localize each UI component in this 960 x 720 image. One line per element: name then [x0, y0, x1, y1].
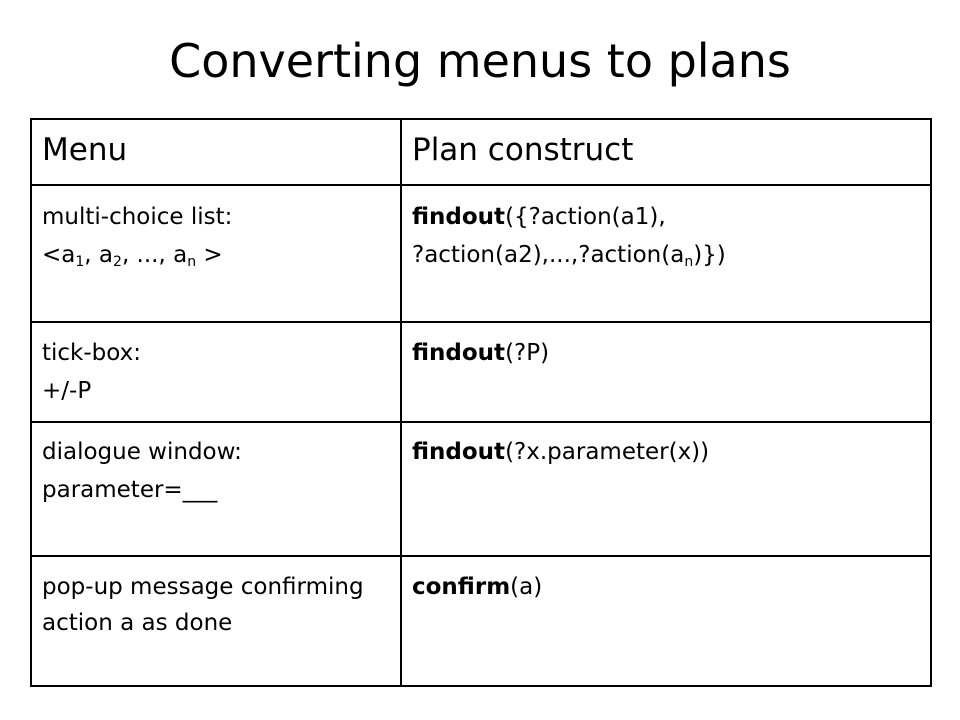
plan-line: findout({?action(a1), — [412, 198, 918, 236]
plan-args: (?x.parameter(x)) — [505, 439, 710, 465]
menu-type-label: multi-choice list: — [42, 204, 233, 230]
plan-keyword: findout — [412, 204, 506, 230]
plan-args: ({?action(a1), — [505, 204, 666, 230]
subscript: n — [684, 254, 694, 270]
plan-line: confirm(a) — [412, 569, 918, 605]
header-plan-construct: Plan construct — [400, 118, 932, 186]
subscript: 2 — [113, 254, 122, 270]
menu-type-label: dialogue window: — [42, 439, 242, 465]
menu-cell: pop-up message confirming action a as do… — [30, 555, 402, 687]
table-row: dialogue window: parameter=___ findout(?… — [30, 421, 932, 557]
subscript: n — [187, 254, 197, 270]
plan-args: )}) — [693, 242, 726, 268]
menu-example: parameter=___ — [42, 477, 218, 503]
menu-example: +/-P — [42, 378, 92, 404]
header-menu: Menu — [30, 118, 402, 186]
slide-title: Converting menus to plans — [169, 34, 791, 88]
plan-cell: findout({?action(a1), ?action(a2),...,?a… — [400, 184, 932, 323]
plan-line: findout(?x.parameter(x)) — [412, 433, 918, 471]
example-text: , ..., a — [121, 242, 188, 268]
table-row: tick-box: +/-P findout(?P) — [30, 321, 932, 423]
table-header-row: Menu Plan construct — [30, 118, 932, 186]
plan-cell: findout(?P) — [400, 321, 932, 423]
menu-cell: dialogue window: parameter=___ — [30, 421, 402, 557]
menu-cell: tick-box: +/-P — [30, 321, 402, 423]
plan-keyword: findout — [412, 439, 506, 465]
menu-type-label: tick-box: — [42, 340, 141, 366]
plan-args: ?action(a2),...,?action(a — [412, 242, 685, 268]
example-text: , a — [84, 242, 114, 268]
plan-line: findout(?P) — [412, 334, 918, 372]
example-text: <a — [42, 242, 76, 268]
plan-keyword: findout — [412, 340, 506, 366]
table-row: multi-choice list: <a1, a2, ..., an > fi… — [30, 184, 932, 323]
subscript: 1 — [75, 254, 85, 270]
plan-cell: confirm(a) — [400, 555, 932, 687]
plan-cell: findout(?x.parameter(x)) — [400, 421, 932, 557]
plan-line: ?action(a2),...,?action(an)}) — [412, 236, 918, 274]
menu-plan-table: Menu Plan construct multi-choice list: <… — [30, 118, 932, 687]
menu-cell: multi-choice list: <a1, a2, ..., an > — [30, 184, 402, 323]
plan-keyword: confirm — [412, 574, 511, 600]
example-text: > — [196, 242, 223, 268]
menu-type-label: pop-up message confirming action a as do… — [42, 574, 364, 636]
table-row: pop-up message confirming action a as do… — [30, 555, 932, 687]
menu-example: <a1, a2, ..., an > — [42, 236, 388, 274]
plan-args: (a) — [510, 574, 543, 600]
plan-args: (?P) — [505, 340, 550, 366]
